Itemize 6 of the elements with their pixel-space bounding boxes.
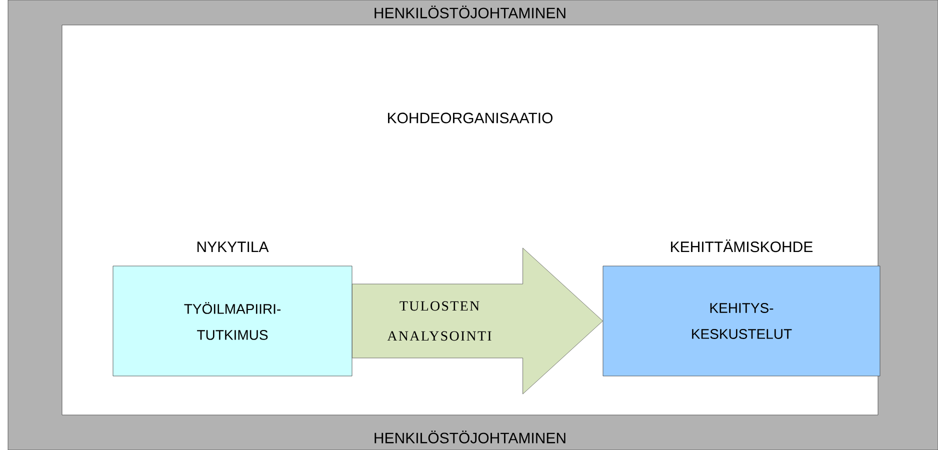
- block-arrow: [352, 248, 603, 394]
- node-label: KEHITTÄMISKOHDE: [671, 239, 813, 252]
- edge-label: TULOSTEN ANALYSOINTI: [387, 301, 492, 341]
- process-box: KEHITTÄMISKOHDE KEHITYS- KESKUSTELUT: [602, 239, 880, 376]
- node-label: NYKYTILA: [197, 242, 269, 252]
- process-box: NYKYTILA TYÖILMAPIIRI- TUTKIMUS: [112, 242, 352, 376]
